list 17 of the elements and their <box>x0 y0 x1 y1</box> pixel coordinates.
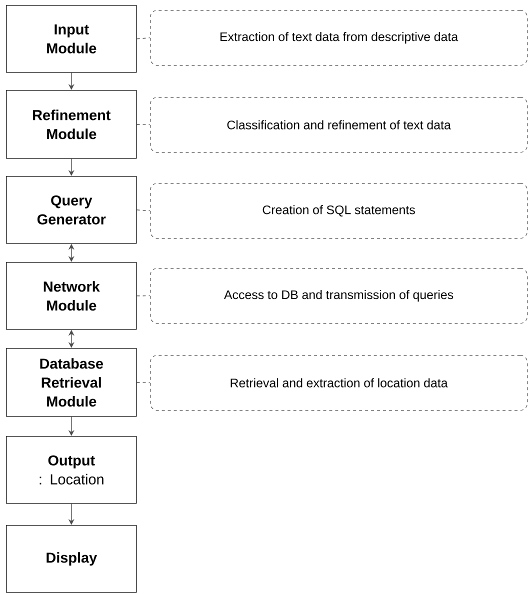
module-box: Refinement Module <box>6 90 137 159</box>
description-box: Creation of SQL statements <box>150 183 528 239</box>
description-box: Retrieval and extraction of location data <box>150 355 528 411</box>
description-box: Extraction of text data from descriptive data <box>150 10 528 66</box>
description-box: Classification and refinement of text data <box>150 97 528 153</box>
module-box: Database Retrieval Module <box>6 348 137 417</box>
connector-line <box>136 124 150 126</box>
description-box: Access to DB and transmission of queries <box>150 268 528 324</box>
module-box: Output : Location <box>6 436 137 504</box>
module-box: Query Generator <box>6 176 137 244</box>
connector-line <box>136 37 150 40</box>
connector-line <box>136 295 150 296</box>
module-box: Network Module <box>6 262 137 330</box>
connector-line <box>136 210 150 212</box>
connector-line <box>136 382 150 384</box>
module-box: Display <box>6 525 137 593</box>
module-box: Input Module <box>6 5 137 73</box>
